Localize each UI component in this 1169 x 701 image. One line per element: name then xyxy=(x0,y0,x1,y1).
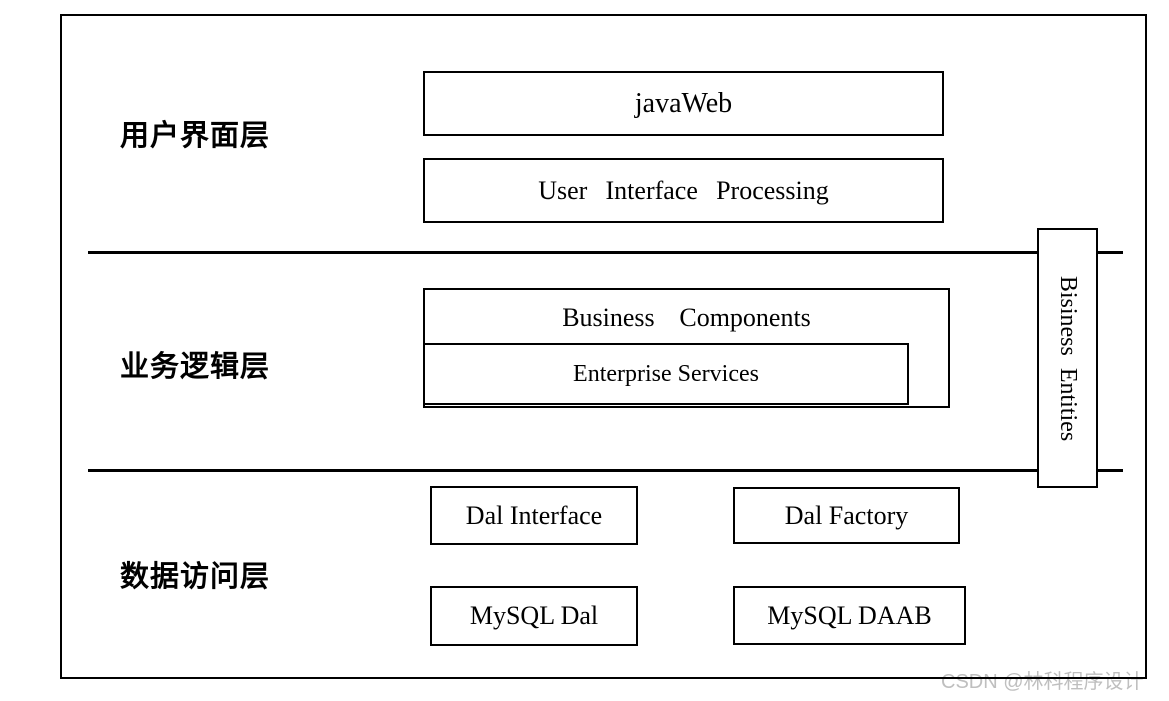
dal-interface-label: Dal Interface xyxy=(465,500,603,530)
mysql-daab-box: MySQL DAAB xyxy=(733,586,966,645)
dal-factory-label: Dal Factory xyxy=(784,500,909,530)
layer-label-data-access: 数据访问层 xyxy=(120,561,271,593)
javaweb-label: javaWeb xyxy=(634,87,733,119)
business-entities-label: Bisiness Entities xyxy=(1055,275,1081,441)
dal-factory-box: Dal Factory xyxy=(733,487,960,544)
dal-interface-box: Dal Interface xyxy=(430,486,638,545)
business-entities-box: Bisiness Entities xyxy=(1037,228,1098,488)
csdn-watermark: CSDN @林科程序设计 xyxy=(941,671,1144,693)
mysql-dal-box: MySQL Dal xyxy=(430,586,638,646)
mysql-daab-label: MySQL DAAB xyxy=(767,600,932,630)
enterprise-services-label: Enterprise Services xyxy=(573,360,759,387)
enterprise-services-box: Enterprise Services xyxy=(423,343,909,405)
user-interface-processing-label: User Interface Processing xyxy=(538,175,829,205)
layer-divider-top xyxy=(88,251,1123,254)
diagram-outer-border xyxy=(60,14,1147,679)
business-components-label: Business Components xyxy=(562,303,811,332)
layer-label-user-interface: 用户界面层 xyxy=(120,120,271,152)
javaweb-box: javaWeb xyxy=(423,71,944,136)
mysql-dal-label: MySQL Dal xyxy=(469,601,599,630)
layer-divider-bottom xyxy=(88,469,1123,472)
layer-label-business-logic: 业务逻辑层 xyxy=(120,351,271,383)
user-interface-processing-box: User Interface Processing xyxy=(423,158,944,223)
